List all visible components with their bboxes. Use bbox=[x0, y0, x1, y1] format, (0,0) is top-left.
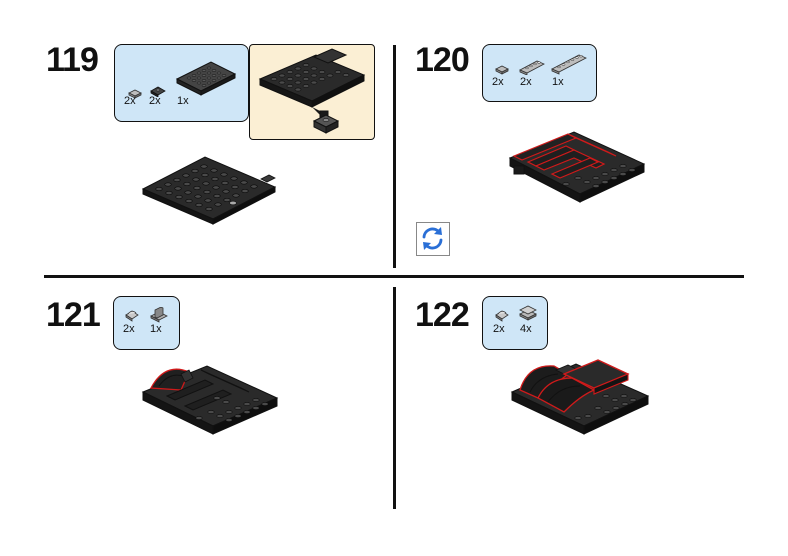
part-quantity: 2x bbox=[123, 323, 135, 335]
tile-1x1-icon bbox=[495, 65, 509, 75]
part-quantity: 2x bbox=[124, 95, 136, 107]
subassembly-model bbox=[258, 48, 366, 134]
parts-list: 2x 2x 1x bbox=[482, 44, 597, 102]
part-quantity: 1x bbox=[150, 323, 162, 335]
model-render bbox=[141, 156, 277, 225]
part-quantity: 1x bbox=[177, 95, 189, 107]
rotate-model-icon bbox=[422, 227, 443, 250]
step-number: 122 bbox=[415, 296, 470, 334]
plate-1x4-icon bbox=[519, 60, 545, 75]
subassembly-callout bbox=[249, 44, 375, 140]
bracket-icon bbox=[150, 307, 168, 323]
part-quantity: 2x bbox=[149, 95, 161, 107]
part-quantity: 2x bbox=[492, 76, 504, 88]
part-quantity: 2x bbox=[493, 323, 505, 335]
horizontal-divider bbox=[44, 275, 744, 278]
step-number: 121 bbox=[46, 296, 101, 334]
model-render bbox=[141, 365, 279, 435]
tile-1x1-icon bbox=[128, 89, 142, 99]
parts-list: 2x 2x 1x bbox=[114, 44, 249, 122]
step-number: 119 bbox=[46, 41, 99, 79]
slope-curved-icon bbox=[125, 310, 139, 322]
rotate-model-button[interactable] bbox=[416, 222, 450, 256]
tile-2x2-icon bbox=[519, 305, 537, 321]
slope-1x2-icon bbox=[150, 86, 166, 97]
model-render bbox=[508, 131, 646, 203]
part-quantity: 2x bbox=[520, 76, 532, 88]
step-number: 120 bbox=[415, 41, 470, 79]
vertical-divider-bottom bbox=[393, 287, 396, 509]
parts-list: 2x 1x bbox=[113, 296, 180, 350]
parts-list: 2x 4x bbox=[482, 296, 548, 350]
part-quantity: 1x bbox=[552, 76, 564, 88]
model-render bbox=[510, 359, 650, 435]
part-quantity: 4x bbox=[520, 323, 532, 335]
vertical-divider-top bbox=[393, 45, 396, 268]
plate-6x8-icon bbox=[175, 61, 237, 96]
slope-curved-icon bbox=[495, 310, 509, 322]
plate-1x6-icon bbox=[551, 54, 587, 75]
